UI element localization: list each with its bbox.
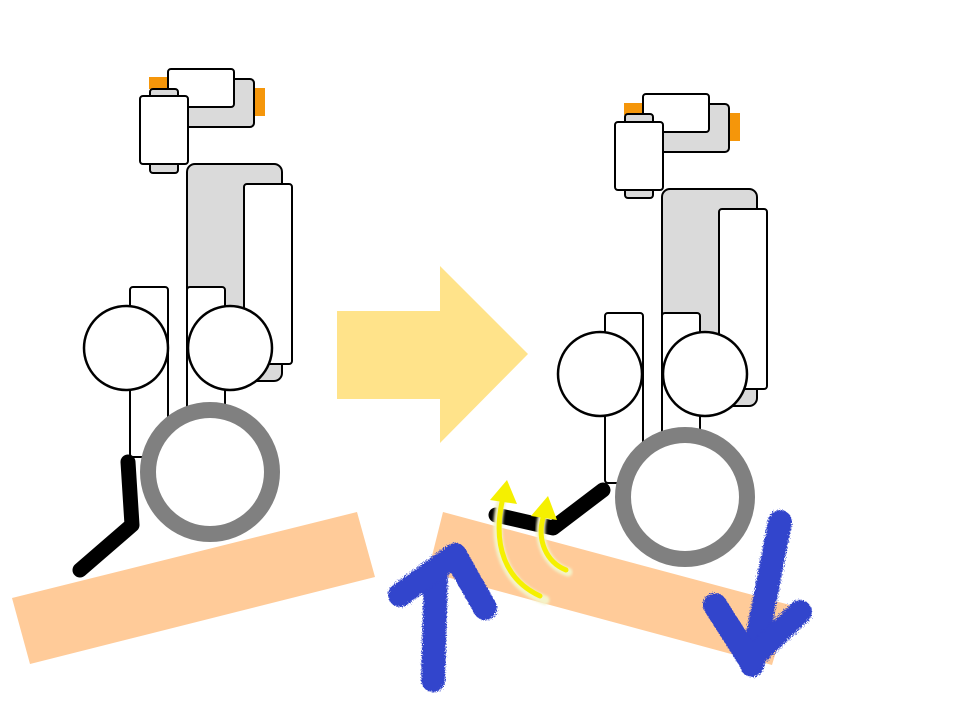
rotation-curve-inner (538, 515, 569, 573)
board-right (428, 512, 790, 665)
rotation-arrowhead-inner-icon (531, 496, 557, 520)
wheel-left (140, 402, 280, 542)
panel-before (12, 68, 375, 664)
head-white-front (139, 95, 189, 165)
rotation-curves (490, 480, 573, 605)
leg-right (488, 482, 611, 536)
joint-right (186, 304, 274, 392)
down-force-check-icon (703, 510, 812, 677)
panel-after (388, 93, 812, 692)
up-force-arrow-icon (388, 543, 497, 692)
joint-left-r (556, 330, 644, 418)
rotation-arrowhead-outer-icon (490, 480, 517, 504)
joint-left (82, 304, 170, 392)
head-orange-side (255, 88, 265, 116)
leg-left (72, 454, 140, 578)
transition-arrow (337, 266, 528, 443)
head-orange-side-r (730, 113, 740, 141)
head-white-front-r (614, 121, 664, 191)
joint-right-r (661, 330, 749, 418)
board-left (12, 512, 375, 664)
rotation-curve-outer (496, 499, 543, 599)
wheel-right (615, 427, 755, 567)
